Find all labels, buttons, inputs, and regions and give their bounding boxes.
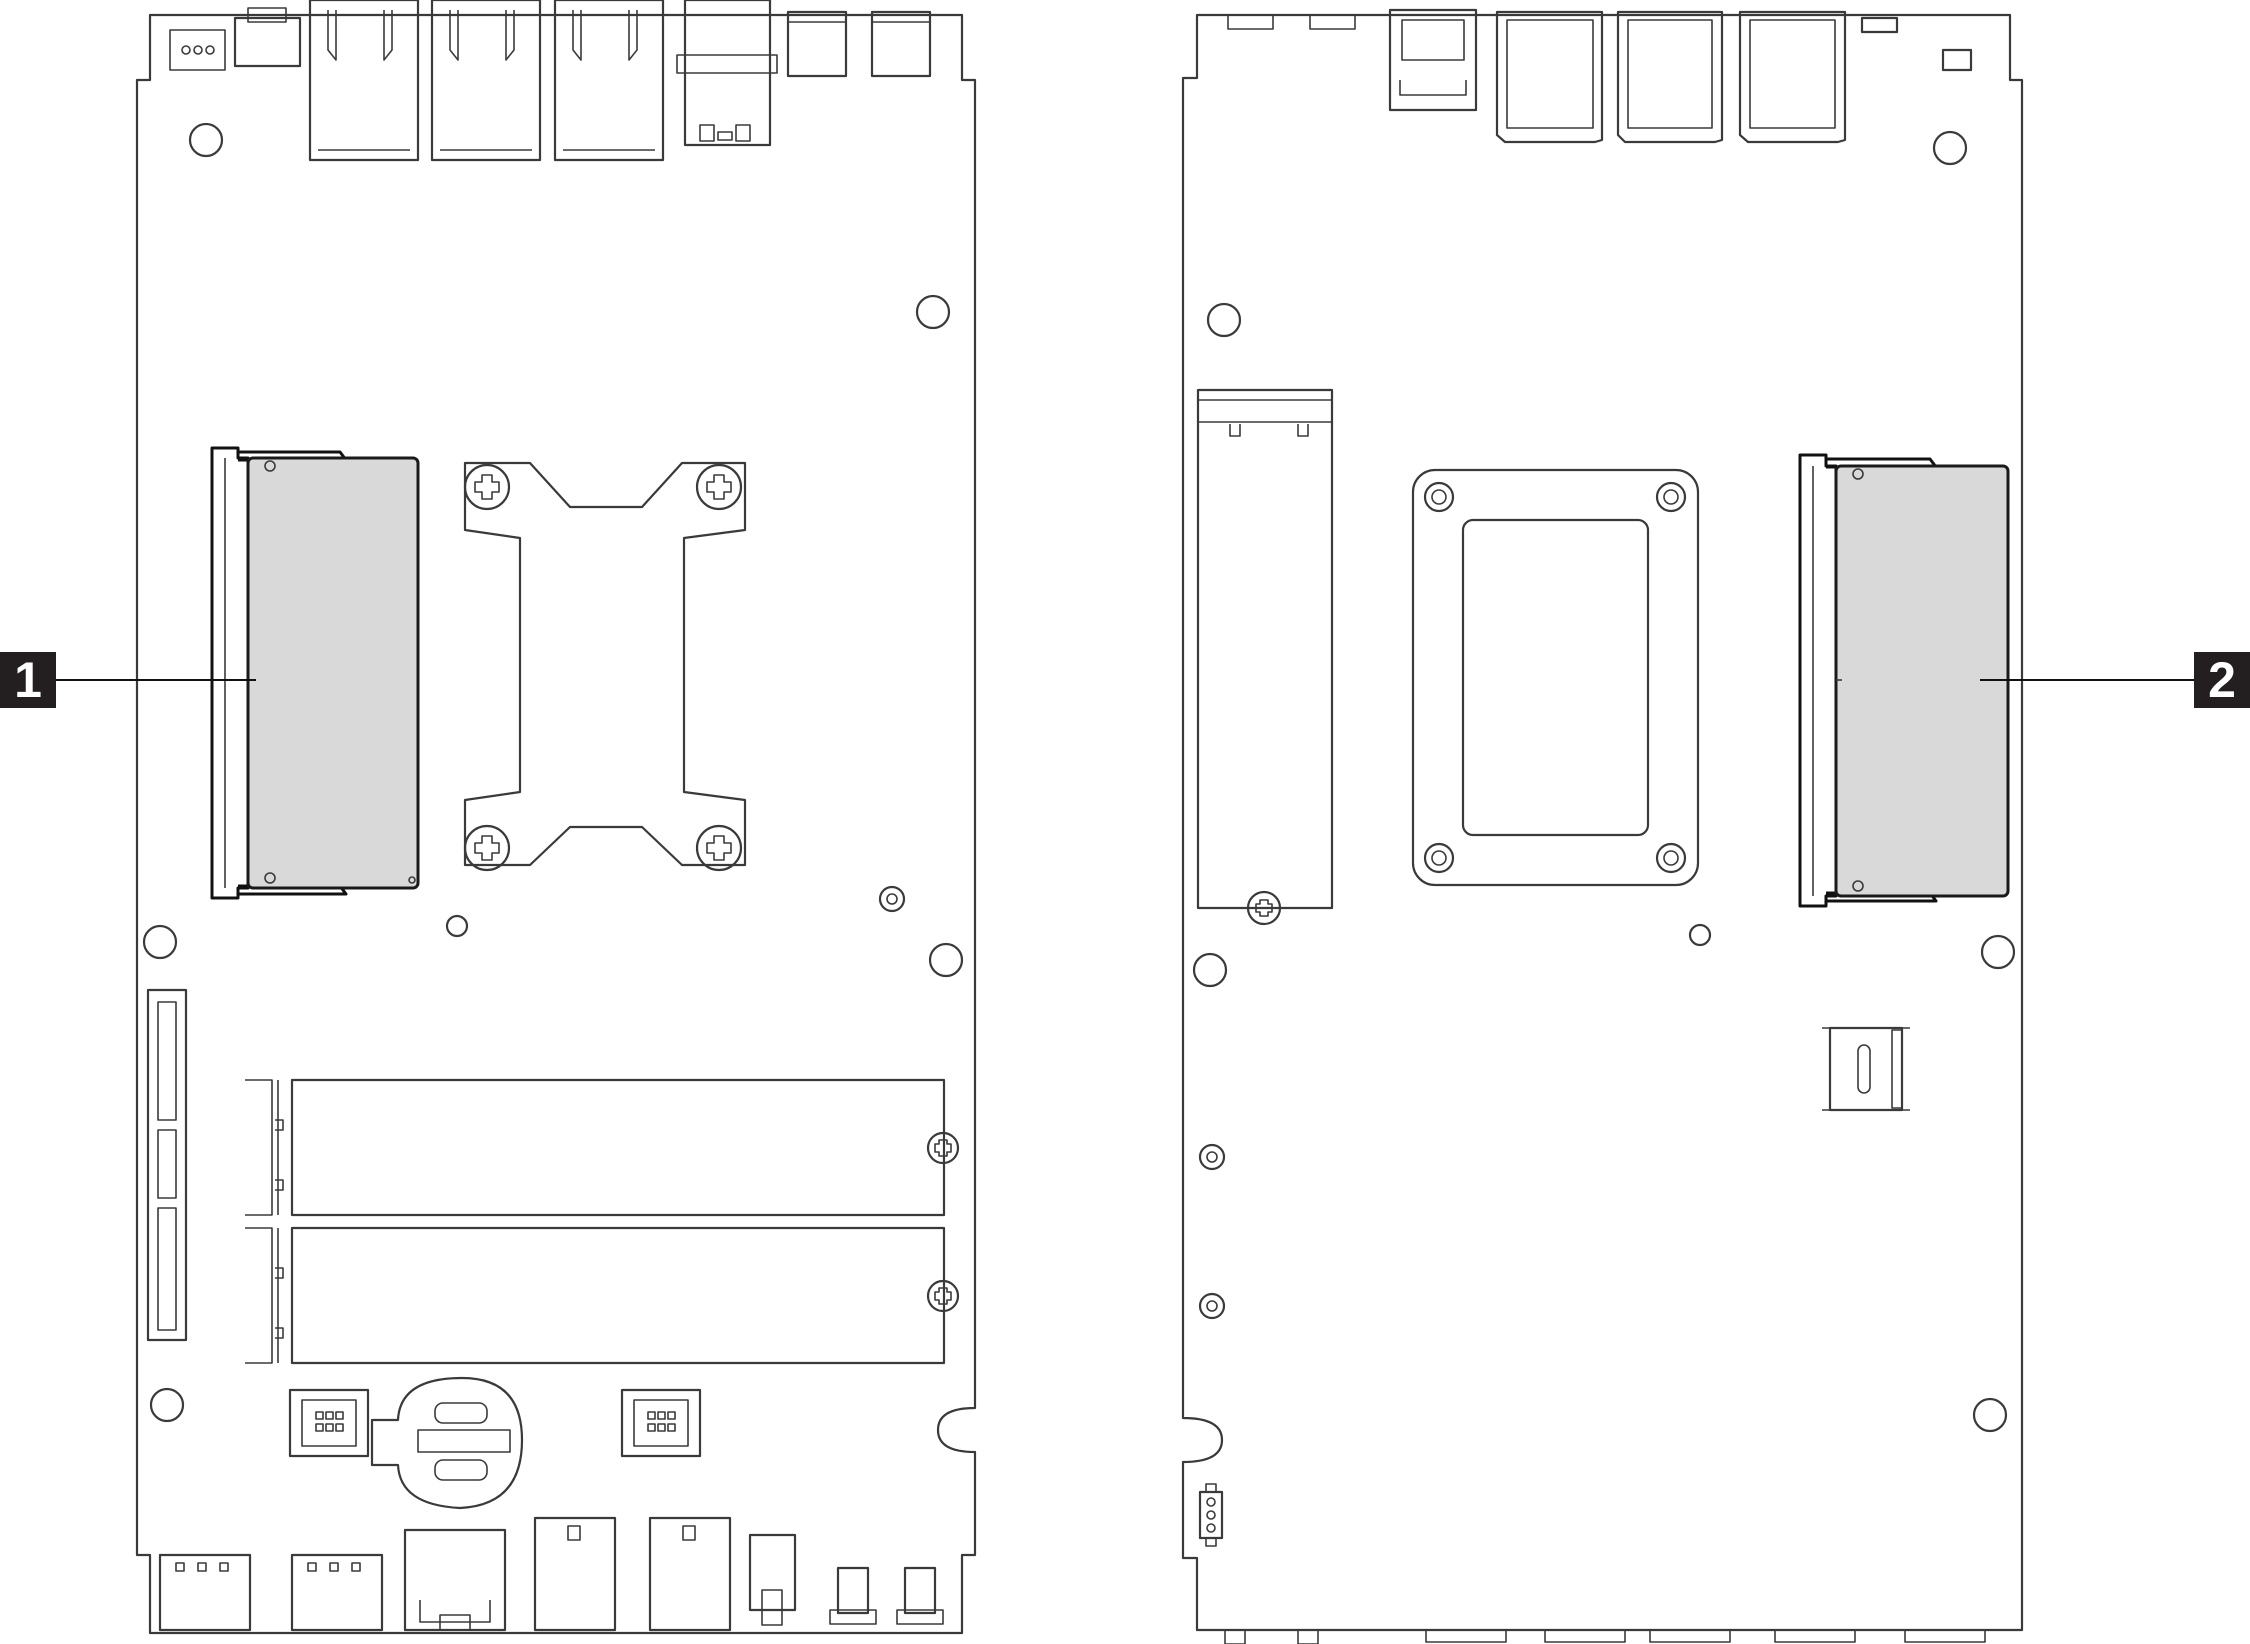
- mounting-hole: [1972, 1397, 2008, 1433]
- screw-icon: [463, 463, 511, 511]
- callout-1-number: 1: [14, 652, 42, 708]
- standoff: [445, 914, 469, 938]
- usb-port-stack: [676, 0, 778, 147]
- standoff: [1206, 1151, 1218, 1163]
- standoff: [1198, 1292, 1226, 1320]
- standoff: [1198, 1143, 1226, 1171]
- screw-icon: [926, 1279, 960, 1313]
- right-bottom-connectors: [1224, 1629, 1986, 1644]
- microsd-slot: [1822, 1026, 1910, 1112]
- callout-2-badge: [2194, 652, 2250, 708]
- mounting-hole: [142, 924, 178, 960]
- power-connector: [620, 1388, 702, 1458]
- display-port: [1495, 10, 1604, 144]
- processor-socket: [1411, 468, 1700, 887]
- fan-connector: [1198, 1483, 1224, 1547]
- mounting-hole: [928, 942, 964, 978]
- mounting-hole: [1192, 952, 1228, 988]
- m2-slot: [245, 1226, 960, 1365]
- mounting-hole: [1980, 934, 2016, 970]
- display-port: [1738, 10, 1847, 144]
- usb-port: [1388, 8, 1478, 112]
- cmos-battery: [370, 1376, 524, 1510]
- processor-bracket: [463, 461, 747, 872]
- screw-icon: [695, 824, 743, 872]
- pcie-connector: [146, 988, 188, 1342]
- power-connector: [288, 1388, 370, 1458]
- callout-1: 1: [0, 652, 256, 708]
- mounting-hole: [1206, 302, 1242, 338]
- standoff: [1688, 923, 1712, 947]
- mounting-hole: [188, 122, 224, 158]
- callout-2-number: 2: [2208, 652, 2236, 708]
- mounting-hole: [915, 294, 951, 330]
- left-top-io-ports: [169, 0, 932, 162]
- rj45-port: [308, 0, 420, 162]
- dimm-module-1: [246, 456, 420, 890]
- right-board-outline: [1181, 13, 2024, 1632]
- standoff: [886, 893, 898, 905]
- screw-icon: [1246, 890, 1282, 926]
- m2-slot-vertical: [1196, 388, 1334, 926]
- left-bottom-connectors: [158, 1516, 944, 1632]
- rj45-port: [553, 0, 665, 162]
- right-top-io-ports: [1227, 8, 1973, 144]
- m2-slot: [245, 1078, 960, 1217]
- left-system-board: [135, 0, 977, 1635]
- mounting-hole: [1932, 130, 1968, 166]
- callout-1-badge: [0, 652, 56, 708]
- standoff: [878, 885, 906, 913]
- screw-icon: [926, 1131, 960, 1165]
- screw-icon: [695, 463, 743, 511]
- right-system-board: [1181, 8, 2024, 1644]
- callout-2: 2: [1980, 652, 2250, 708]
- standoff: [1206, 1300, 1218, 1312]
- dimm-slot-1: [210, 446, 420, 900]
- dimm-slot-2: [1798, 453, 2010, 908]
- left-board-outline: [135, 13, 977, 1635]
- display-port: [1616, 10, 1724, 144]
- rj45-port: [430, 0, 542, 162]
- mounting-hole: [149, 1387, 185, 1423]
- screw-icon: [463, 824, 511, 872]
